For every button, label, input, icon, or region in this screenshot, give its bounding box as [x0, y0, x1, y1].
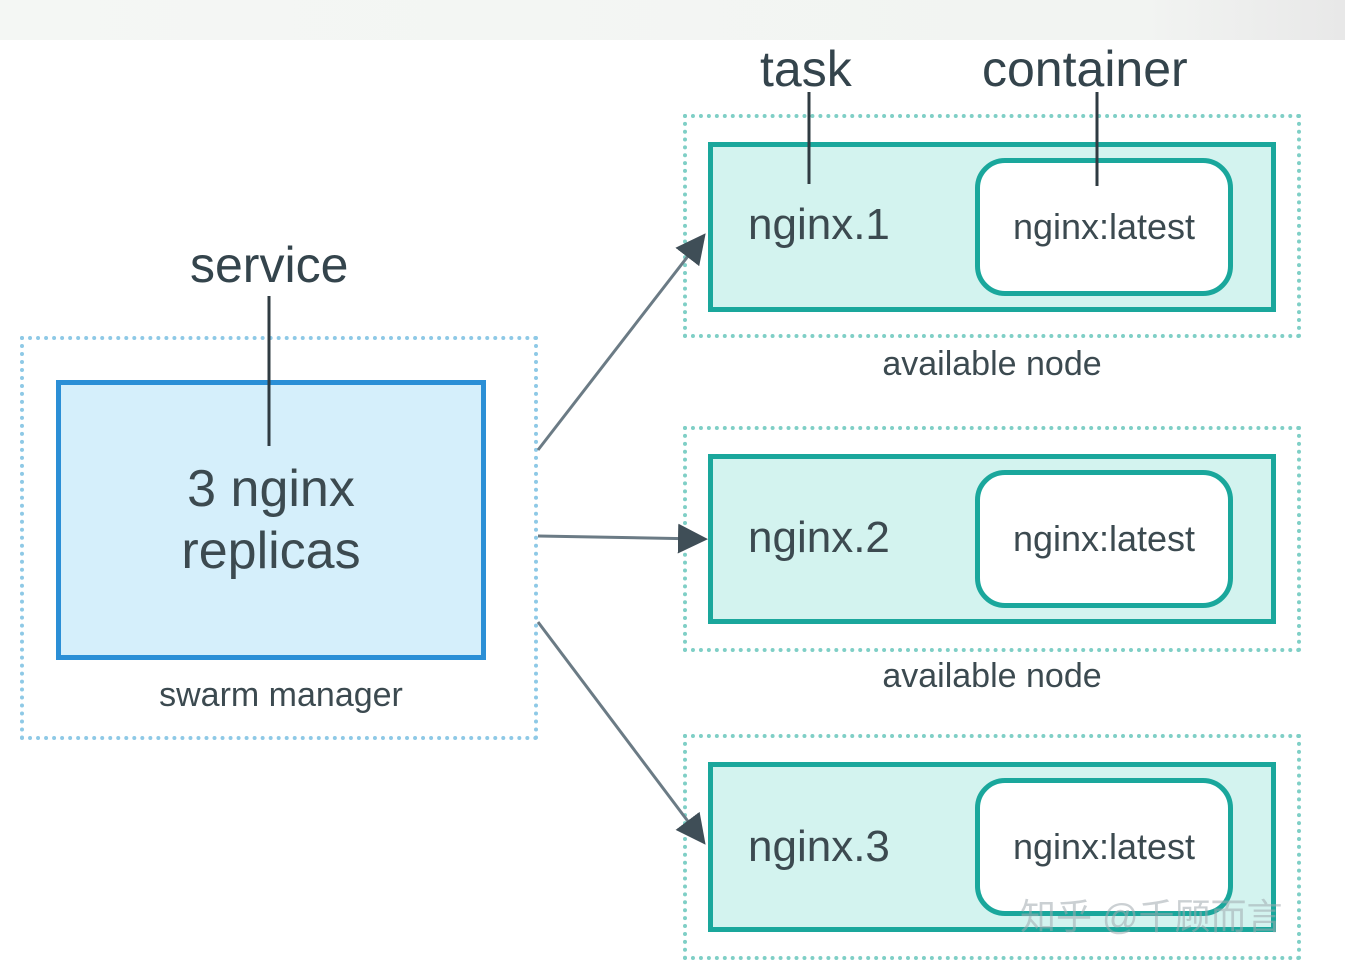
arrow-to-node-1 [536, 233, 706, 451]
node-1-label: available node [882, 345, 1102, 383]
service-line-1: 3 nginx [187, 460, 355, 518]
service-box [56, 380, 486, 660]
container-3-box: nginx:latest [975, 778, 1233, 916]
swarm-manager-boundary [20, 336, 538, 740]
task-3-label: nginx.3 [748, 822, 890, 871]
task-2-label: nginx.2 [748, 513, 890, 562]
container-1-box: nginx:latest [975, 158, 1233, 296]
node-2-label: available node [882, 657, 1102, 695]
container-1-label: nginx:latest [1012, 206, 1196, 247]
top-strip [0, 0, 1345, 40]
watermark: 知乎 @千顾而言 [1020, 896, 1283, 937]
service-text: 3 nginx replicas [56, 458, 486, 582]
container-2-label: nginx:latest [1012, 518, 1196, 559]
service-line-2: replicas [181, 522, 361, 580]
container-callout-label: container [982, 41, 1188, 97]
task-callout-label: task [760, 41, 852, 97]
node-3-boundary [683, 734, 1301, 960]
service-callout-label: service [190, 237, 349, 293]
arrow-to-node-3 [536, 621, 706, 845]
container-3-label: nginx:latest [1012, 826, 1196, 867]
task-1-label: nginx.1 [748, 200, 890, 249]
container-2-box: nginx:latest [975, 470, 1233, 608]
node-1-boundary [683, 114, 1301, 338]
swarm-manager-label: swarm manager [159, 676, 403, 714]
arrow-to-node-2 [537, 523, 708, 554]
